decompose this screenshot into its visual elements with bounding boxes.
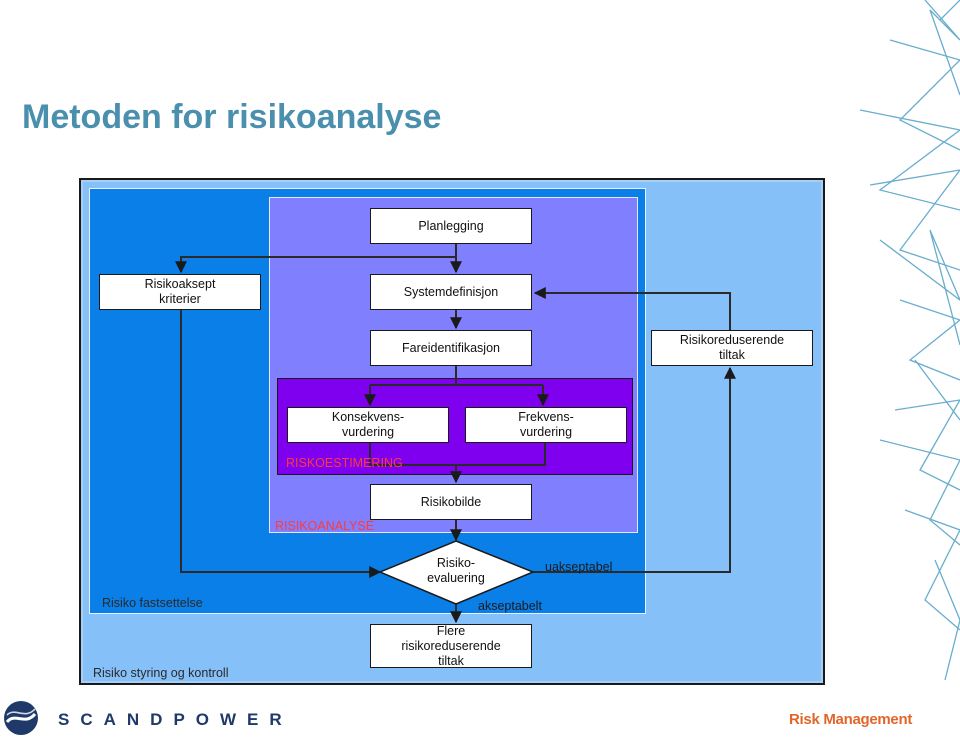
page-title: Metoden for risikoanalyse xyxy=(22,98,442,136)
tagline-risk-management: Risk Management xyxy=(789,711,913,728)
label-risikoestimering: RISKOESTIMERING xyxy=(286,456,403,470)
decision-evaluering-label: Risiko-evaluering xyxy=(427,556,485,585)
edge-tiltak-to-system xyxy=(533,287,731,330)
decision-diamond-evaluering xyxy=(378,540,535,605)
company-name: SCANDPOWER xyxy=(58,710,293,729)
label-risikoanalyse: RISIKOANALYSE xyxy=(275,519,375,533)
box-fareidentifikasjon: Fareidentifikasjon xyxy=(370,330,532,366)
edge-merge xyxy=(369,443,546,466)
label-akseptabelt: akseptabelt xyxy=(478,599,542,613)
label-uakseptabel: uakseptabel xyxy=(545,560,613,574)
box-systemdefinisjon: Systemdefinisjon xyxy=(370,274,532,310)
box-frekvensvurdering: Frekvens-vurdering xyxy=(465,407,627,443)
edge-plan-to-kriterier xyxy=(175,256,456,274)
box-risikoaksept-kriterier: Risikoaksept kriterier xyxy=(99,274,261,310)
box-flere-risikoreduserende-tiltak: Flere risikoreduserende tiltak xyxy=(370,624,532,668)
box-konsekvensvurdering: Konsekvens-vurdering xyxy=(287,407,449,443)
edge-kriterier-to-eval xyxy=(180,310,382,578)
box-risikobilde: Risikobilde xyxy=(370,484,532,520)
scandpower-logo-icon xyxy=(4,701,38,735)
box-risikoreduserende-tiltak: Risikoreduserende tiltak xyxy=(651,330,813,366)
box-planlegging: Planlegging xyxy=(370,208,532,244)
edge-uakseptabel xyxy=(533,366,736,573)
label-risiko-fastsettelse: Risiko fastsettelse xyxy=(102,596,203,610)
label-risiko-styring: Risiko styring og kontroll xyxy=(93,666,229,680)
